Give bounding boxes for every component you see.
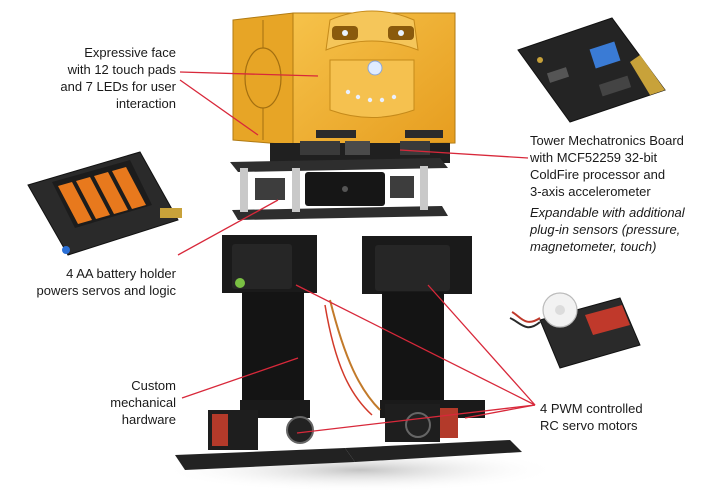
callout-battery: 4 AA battery holder powers servos and lo…: [14, 265, 176, 299]
face-led: [367, 97, 373, 103]
face-led: [345, 89, 351, 95]
face-led: [342, 30, 348, 36]
leader-face-1: [179, 71, 319, 77]
leader-lines: [177, 71, 536, 434]
rc-servo-photo: [509, 292, 641, 369]
face-led: [391, 94, 397, 100]
expressive-face: [232, 10, 456, 146]
callout-hardware-line: mechanical: [110, 395, 176, 410]
servo-wire: [329, 299, 381, 411]
leader-servo-3: [296, 404, 536, 434]
callout-hardware: Custom mechanical hardware: [84, 377, 176, 428]
right-leg: [345, 236, 522, 462]
callout-board-note: Expandable with additional: [530, 205, 685, 220]
servo-wire: [324, 304, 373, 416]
callout-board: Tower Mechatronics Board with MCF52259 3…: [530, 132, 712, 255]
callout-hardware-line: hardware: [121, 412, 176, 427]
callout-face-line: with 12 touch pads: [67, 62, 176, 77]
callout-board-line: Tower Mechatronics Board: [530, 133, 684, 148]
callout-face-line: interaction: [116, 96, 176, 111]
callout-board-note: magnetometer, touch): [530, 239, 657, 254]
leader-servo-1: [295, 284, 536, 406]
face-led: [355, 94, 361, 100]
left-leg: [175, 235, 355, 470]
callout-battery-line: powers servos and logic: [36, 283, 176, 298]
callout-face-line: Expressive face: [84, 45, 176, 60]
callout-servos-line: 4 PWM controlled: [540, 401, 643, 416]
callout-face-line: and 7 LEDs for user: [60, 79, 176, 94]
battery-holder-board: [27, 151, 182, 256]
leader-hardware: [181, 357, 299, 399]
leader-battery: [177, 199, 279, 256]
leader-board: [399, 149, 529, 159]
callout-hardware-line: Custom: [131, 378, 176, 393]
callout-board-line: 3-axis accelerometer: [530, 184, 651, 199]
leader-face-2: [179, 79, 259, 136]
face-led: [367, 60, 383, 76]
callout-battery-line: 4 AA battery holder: [66, 266, 176, 281]
callout-servos: 4 PWM controlled RC servo motors: [540, 400, 690, 434]
callout-board-note: plug-in sensors (pressure,: [530, 222, 681, 237]
callout-board-line: with MCF52259 32-bit: [530, 150, 658, 165]
tower-board-photo: [517, 17, 666, 123]
leader-servo-4: [464, 404, 536, 419]
callout-face: Expressive face with 12 touch pads and 7…: [24, 44, 176, 112]
face-led: [398, 30, 404, 36]
aa-battery: [58, 167, 146, 224]
face-led: [379, 97, 385, 103]
callout-servos-line: RC servo motors: [540, 418, 638, 433]
callout-board-line: ColdFire processor and: [530, 167, 666, 182]
leader-servo-2: [427, 284, 536, 406]
